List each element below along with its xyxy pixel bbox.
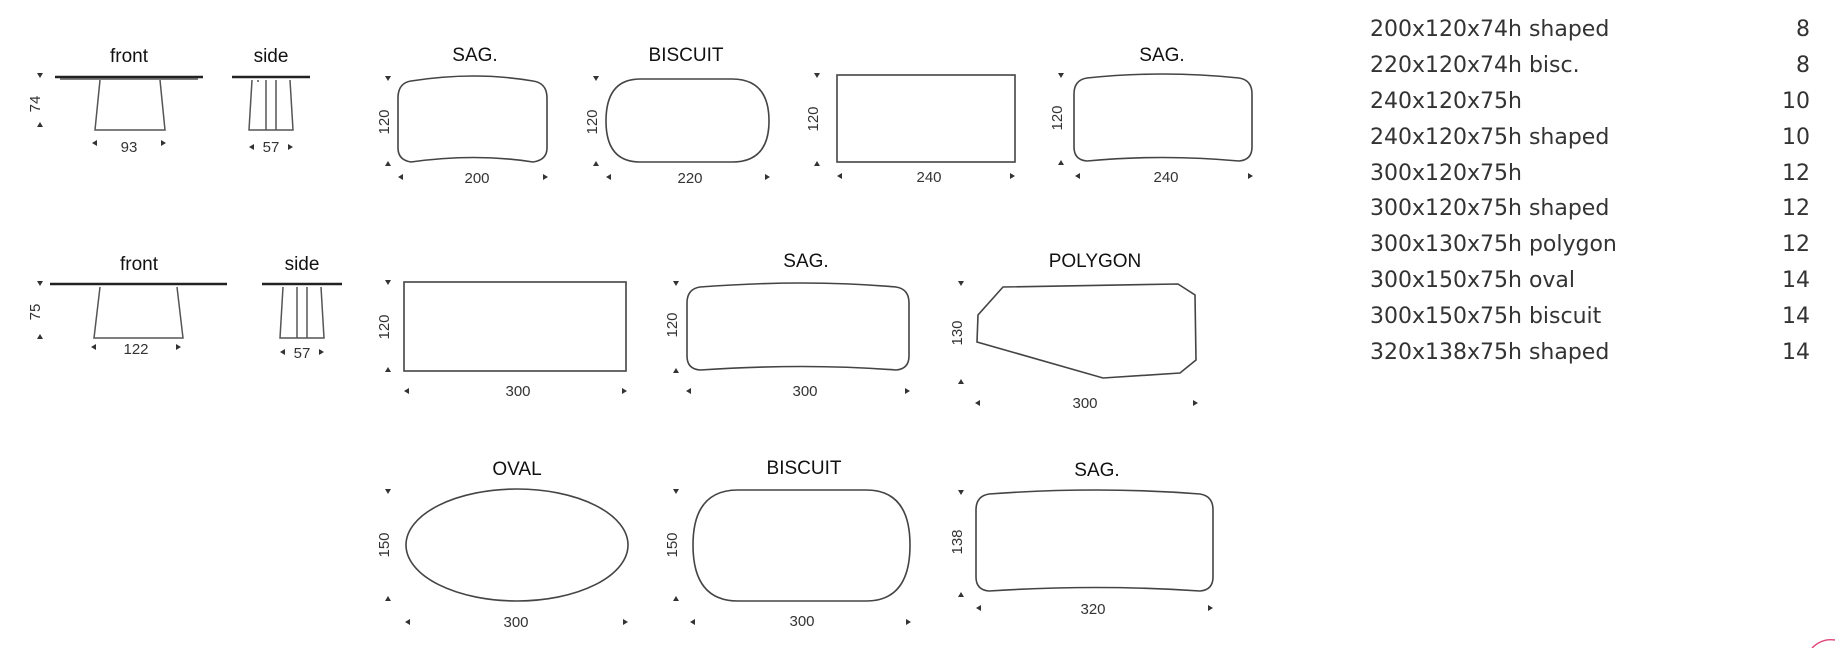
seat-count: 10 — [1782, 88, 1810, 114]
top-height: 120 — [664, 312, 681, 337]
top-title: OVAL — [492, 459, 541, 480]
row1-front-title: front — [110, 46, 149, 67]
row1-front-width: 93 — [121, 139, 138, 156]
seat-count: 12 — [1782, 160, 1810, 186]
size-row: 240x120x75h shaped 10 — [1370, 119, 1810, 155]
top-width: 240 — [916, 169, 941, 186]
size-label: 220x120x74h bisc. — [1370, 53, 1580, 79]
top-width: 240 — [1153, 169, 1178, 186]
top-height: 120 — [376, 109, 393, 134]
size-label: 320x138x75h shaped — [1370, 339, 1610, 365]
top-width: 220 — [677, 170, 702, 187]
top-height: 120 — [805, 106, 822, 131]
size-row: 320x138x75h shaped 14 — [1370, 334, 1810, 370]
top-height: 120 — [584, 109, 601, 134]
top-width: 200 — [464, 170, 489, 187]
top-width: 300 — [792, 383, 817, 400]
seat-count: 8 — [1796, 17, 1810, 43]
top-biscuit-220: BISCUIT 120 220 — [584, 45, 770, 187]
row2-side-title: side — [285, 254, 320, 275]
row1-front-view: front 74 93 — [27, 46, 203, 156]
row1-side-view: side 57 — [232, 46, 310, 156]
size-label: 300x150x75h oval — [1370, 267, 1576, 293]
size-label: 240x120x75h shaped — [1370, 124, 1610, 150]
top-height: 150 — [376, 532, 393, 557]
top-rect-300: 120 300 — [376, 280, 627, 400]
seat-count: 12 — [1782, 232, 1810, 258]
top-width: 320 — [1080, 601, 1105, 618]
size-row: 300x120x75h shaped 12 — [1370, 191, 1810, 227]
row2-side-view: side 57 — [262, 254, 342, 362]
size-row: 300x150x75h biscuit 14 — [1370, 298, 1810, 334]
top-title: BISCUIT — [649, 45, 724, 66]
top-height: 130 — [949, 320, 966, 345]
size-row: 240x120x75h 10 — [1370, 84, 1810, 120]
size-label: 300x120x75h shaped — [1370, 196, 1610, 222]
top-title: SAG. — [1074, 460, 1119, 481]
top-title: SAG. — [1139, 45, 1184, 66]
row2-side-width: 57 — [294, 345, 311, 362]
top-sag-300: SAG. 120 300 — [664, 251, 910, 400]
top-title: SAG. — [783, 251, 828, 272]
row2-front-width: 122 — [123, 341, 148, 358]
seat-count: 10 — [1782, 124, 1810, 150]
corner-mark-icon — [1811, 638, 1835, 648]
top-title: POLYGON — [1049, 251, 1142, 272]
size-label: 200x120x74h shaped — [1370, 17, 1610, 43]
seat-count: 14 — [1782, 303, 1810, 329]
size-row: 300x130x75h polygon 12 — [1370, 227, 1810, 263]
top-title: SAG. — [452, 45, 497, 66]
row2-front-view: front 75 122 — [27, 254, 227, 358]
seat-count: 14 — [1782, 267, 1810, 293]
seat-count: 12 — [1782, 196, 1810, 222]
row1-side-title: side — [254, 46, 289, 67]
size-label: 300x130x75h polygon — [1370, 232, 1617, 258]
top-sag-200: SAG. 120 200 — [376, 45, 548, 187]
top-width: 300 — [1072, 395, 1097, 412]
top-title: BISCUIT — [767, 458, 842, 479]
row2-front-title: front — [120, 254, 159, 275]
size-row: 300x120x75h 12 — [1370, 155, 1810, 191]
row2-front-height: 75 — [27, 304, 44, 321]
size-table: 200x120x74h shaped 8 220x120x74h bisc. 8 2… — [1370, 12, 1810, 370]
seat-count: 8 — [1796, 53, 1810, 79]
top-sag-320: SAG. 138 320 — [949, 460, 1214, 618]
top-height: 120 — [1049, 105, 1066, 130]
top-oval-300: OVAL 150 300 — [376, 459, 629, 631]
seat-count: 14 — [1782, 339, 1810, 365]
size-label: 300x120x75h — [1370, 160, 1522, 186]
size-label: 300x150x75h biscuit — [1370, 303, 1602, 329]
top-width: 300 — [505, 383, 530, 400]
top-polygon-300: POLYGON 130 300 — [949, 251, 1198, 412]
top-height: 120 — [376, 314, 393, 339]
row1-side-width: 57 — [263, 139, 280, 156]
top-width: 300 — [503, 614, 528, 631]
size-row: 220x120x74h bisc. 8 — [1370, 48, 1810, 84]
top-rect-240: 120 240 — [805, 73, 1016, 186]
size-label: 240x120x75h — [1370, 88, 1522, 114]
top-height: 138 — [949, 529, 966, 554]
size-row: 300x150x75h oval 14 — [1370, 263, 1810, 299]
top-sag-240: SAG. 120 240 — [1049, 45, 1253, 186]
top-height: 150 — [664, 532, 681, 557]
row1-front-height: 74 — [27, 96, 44, 113]
top-biscuit-300: BISCUIT 150 300 — [664, 458, 911, 630]
top-width: 300 — [789, 613, 814, 630]
size-row: 200x120x74h shaped 8 — [1370, 12, 1810, 48]
